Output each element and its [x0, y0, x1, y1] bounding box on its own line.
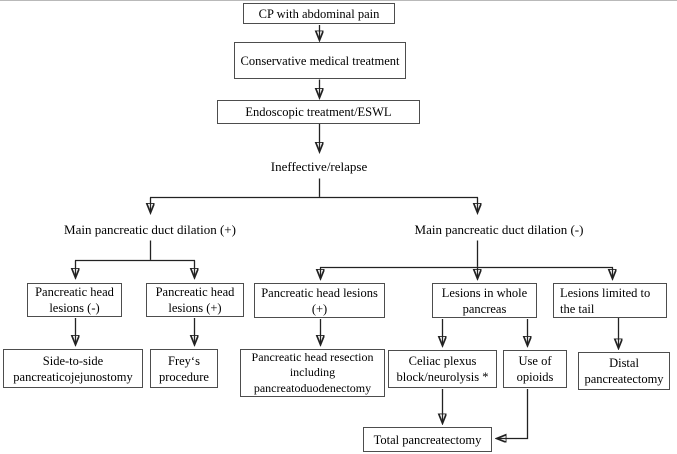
label-ineffective-relapse: Ineffective/relapse	[270, 159, 368, 174]
node-lesions-in-whole-pancreas: Lesions in whole pancreas	[432, 283, 537, 318]
node-lesions-limited-to-tail: Lesions limited to the tail	[553, 283, 667, 318]
node-use-of-opioids: Use of opioids	[503, 350, 567, 388]
node-pancreatic-head-lesions-positive: Pancreatic head lesions (+)	[146, 283, 244, 317]
label-main-duct-dilation-negative: Main pancreatic duct dilation (-)	[414, 222, 584, 237]
node-endoscopic-treatment-eswl: Endoscopic treatment/ESWL	[217, 100, 420, 124]
node-pancreatic-head-lesions-positive-2: Pancreatic head lesions (+)	[254, 283, 385, 318]
node-celiac-plexus-block-neurolysis: Celiac plexus block/neurolysis *	[388, 350, 497, 388]
node-pancreatic-head-resection: Pancreatic head resection including panc…	[240, 349, 385, 397]
node-freys-procedure: Frey‘s procedure	[150, 349, 218, 388]
connector-opioids-to-total	[498, 389, 529, 439]
node-cp-with-abdominal-pain: CP with abdominal pain	[243, 3, 395, 24]
node-distal-pancreatectomy: Distal pancreatectomy	[578, 352, 670, 390]
figure-top-rule	[0, 0, 677, 1]
node-side-to-side-pancreaticojejunostomy: Side-to-side pancreaticojejunostomy	[3, 349, 143, 388]
label-main-duct-dilation-positive: Main pancreatic duct dilation (+)	[64, 222, 236, 237]
node-total-pancreatectomy: Total pancreatectomy	[363, 427, 492, 452]
node-pancreatic-head-lesions-negative: Pancreatic head lesions (-)	[27, 283, 122, 317]
node-conservative-medical-treatment: Conservative medical treatment	[234, 42, 406, 79]
